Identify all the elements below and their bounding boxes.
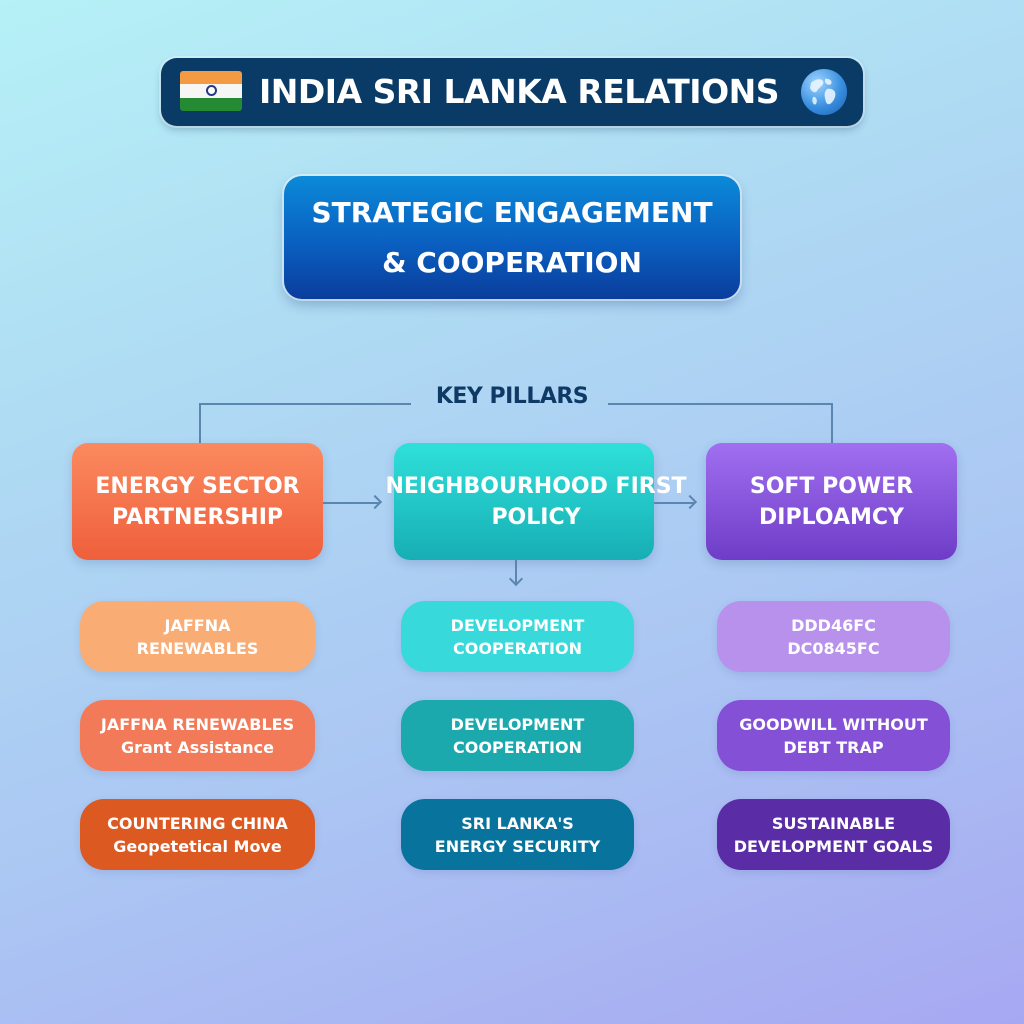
item-line1: COUNTERING CHINA [107, 813, 288, 833]
item-line2: DEBT TRAP [783, 737, 884, 757]
item-sustainable-development-goals: SUSTAINABLE DEVELOPMENT GOALS [717, 799, 950, 870]
item-line2: RENEWABLES [136, 638, 259, 658]
pillar-energy-sector-partnership: ENERGY SECTOR PARTNERSHIP [72, 443, 323, 560]
item-jaffna-renewables: JAFFNA RENEWABLES [80, 601, 315, 672]
title-banner: INDIA SRI LANKA RELATIONS [161, 58, 863, 126]
item-line2: Grant Assistance [120, 737, 275, 757]
main-node-line2: & COOPERATION [382, 245, 642, 279]
item-line2: Geopetetical Move [113, 836, 282, 856]
bracket-line-right [608, 403, 833, 405]
item-development-cooperation-2: DEVELOPMENT COOPERATION [401, 700, 634, 771]
item-line1: DDD46FC [791, 615, 876, 635]
pillar-label-line2: POLICY [491, 504, 581, 530]
key-pillars-label: KEY PILLARS [435, 384, 589, 409]
pillar-label-line1: NEIGHBOURHOOD FIRST [385, 473, 687, 499]
arrow-right-icon [367, 494, 383, 510]
item-line2: ENERGY SECURITY [434, 836, 601, 856]
item-line1: SUSTAINABLE [771, 813, 896, 833]
item-line2: COOPERATION [453, 737, 582, 757]
globe-icon [801, 69, 847, 115]
pillar-label-line2: PARTNERSHIP [111, 504, 284, 530]
connector-neighbourhood-down [515, 560, 517, 584]
item-line1: SRI LANKA'S [461, 813, 574, 833]
item-energy-security: SRI LANKA'S ENERGY SECURITY [401, 799, 634, 870]
item-color-codes: DDD46FC DC0845FC [717, 601, 950, 672]
item-line2: DEVELOPMENT GOALS [733, 836, 934, 856]
item-line1: JAFFNA RENEWABLES [100, 714, 295, 734]
item-line1: DEVELOPMENT [450, 615, 585, 635]
bracket-drop-left [199, 403, 201, 443]
main-node-strategic-engagement: STRATEGIC ENGAGEMENT & COOPERATION [284, 176, 740, 299]
pillar-label-line1: SOFT POWER [749, 473, 914, 499]
item-goodwill-without-debt-trap: GOODWILL WITHOUT DEBT TRAP [717, 700, 950, 771]
main-node-line1: STRATEGIC ENGAGEMENT [311, 195, 713, 229]
connector-energy-to-neighbourhood [323, 502, 379, 504]
arrow-down-icon [508, 571, 524, 587]
india-flag-icon [180, 71, 242, 111]
item-line2: COOPERATION [453, 638, 582, 658]
item-line2: DC0845FC [787, 638, 880, 658]
item-line1: GOODWILL WITHOUT [739, 714, 928, 734]
pillar-label-line1: ENERGY SECTOR [95, 473, 300, 499]
item-development-cooperation-1: DEVELOPMENT COOPERATION [401, 601, 634, 672]
pillar-soft-power-diplomacy: SOFT POWER DIPLOAMCY [706, 443, 957, 560]
pillar-neighbourhood-first-policy: NEIGHBOURHOOD FIRST POLICY [385, 443, 687, 560]
connector-neighbourhood-to-soft [654, 502, 694, 504]
item-line1: JAFFNA [164, 615, 231, 635]
pillar-label-line2: DIPLOAMCY [759, 504, 904, 530]
item-line1: DEVELOPMENT [450, 714, 585, 734]
item-countering-china: COUNTERING CHINA Geopetetical Move [80, 799, 315, 870]
page-title: INDIA SRI LANKA RELATIONS [259, 72, 780, 111]
bracket-line-left [199, 403, 411, 405]
item-jaffna-grant-assistance: JAFFNA RENEWABLES Grant Assistance [80, 700, 315, 771]
bracket-drop-right [831, 403, 833, 443]
